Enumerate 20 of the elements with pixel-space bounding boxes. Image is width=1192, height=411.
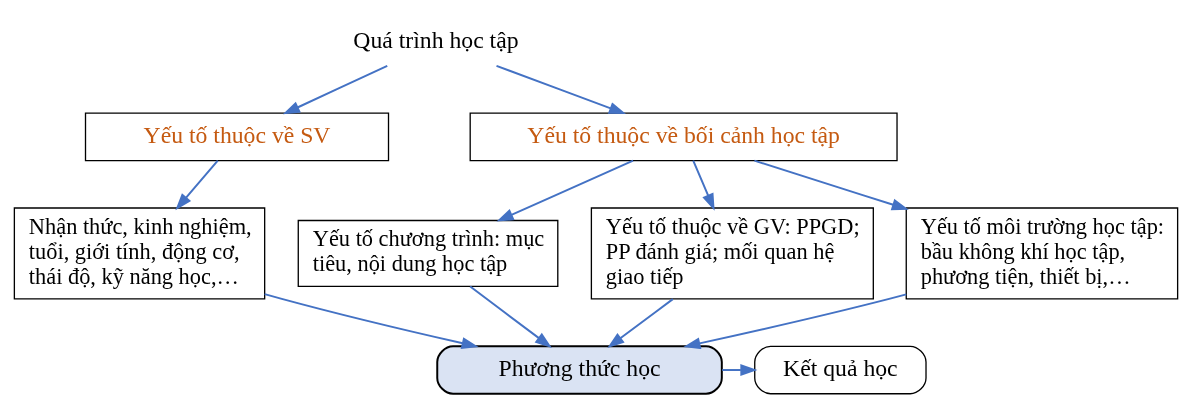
node-box: Yếu tố môi trường học tập: bầu không khí học tập, phương tiện, thiết bị,… (905, 206, 1179, 300)
arrow (175, 159, 219, 210)
arrow (263, 292, 479, 349)
arrow (692, 159, 715, 211)
node-text: Quá trình học tập (353, 26, 519, 53)
arrow (721, 363, 758, 376)
node-box: Kết quả học (754, 345, 927, 394)
arrow (753, 159, 909, 210)
arrow (282, 64, 389, 114)
arrow (496, 159, 635, 222)
node-box: Yếu tố chương trình: mục tiêu, nội dung học tập (297, 219, 559, 287)
arrow (495, 64, 627, 114)
arrow (469, 285, 552, 348)
arrow (683, 292, 908, 349)
node-box: Yếu tố thuộc về SV (84, 111, 390, 161)
node-box: Yếu tố thuộc về GV: PPGD; PP đánh giá; mối quan hệ giao tiếp (590, 206, 874, 300)
node-box: Nhận thức, kinh nghiệm, tuổi, giới tính, động cơ, thái độ, kỹ năng học,… (13, 206, 266, 300)
node-box: Phương thức học (436, 344, 723, 395)
arrow (607, 297, 674, 348)
node-box: Yếu tố thuộc về bối cảnh học tập (469, 111, 898, 161)
